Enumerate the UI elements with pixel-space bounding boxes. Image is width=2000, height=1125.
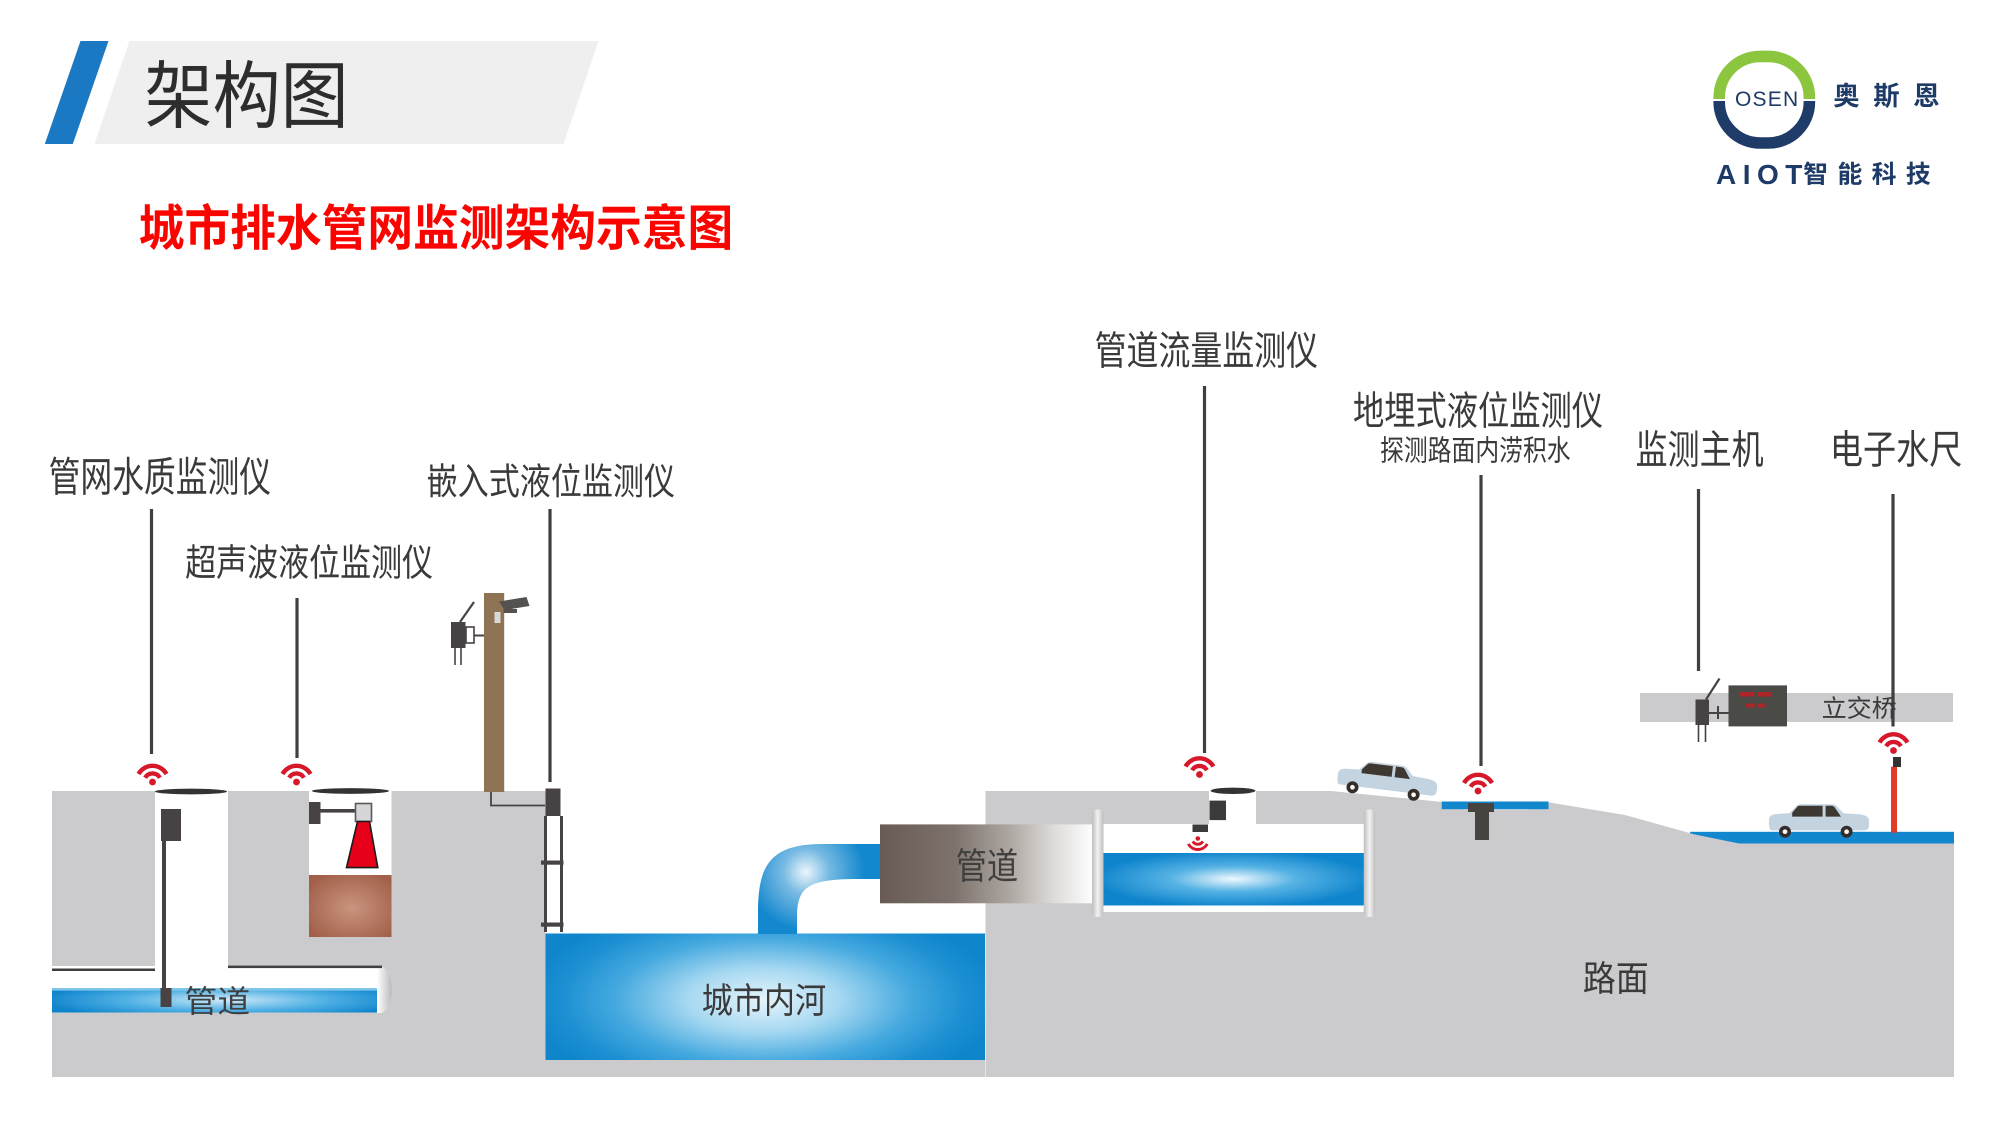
svg-text:AIOT: AIOT bbox=[1716, 159, 1809, 190]
svg-text:OSEN: OSEN bbox=[1735, 88, 1799, 111]
